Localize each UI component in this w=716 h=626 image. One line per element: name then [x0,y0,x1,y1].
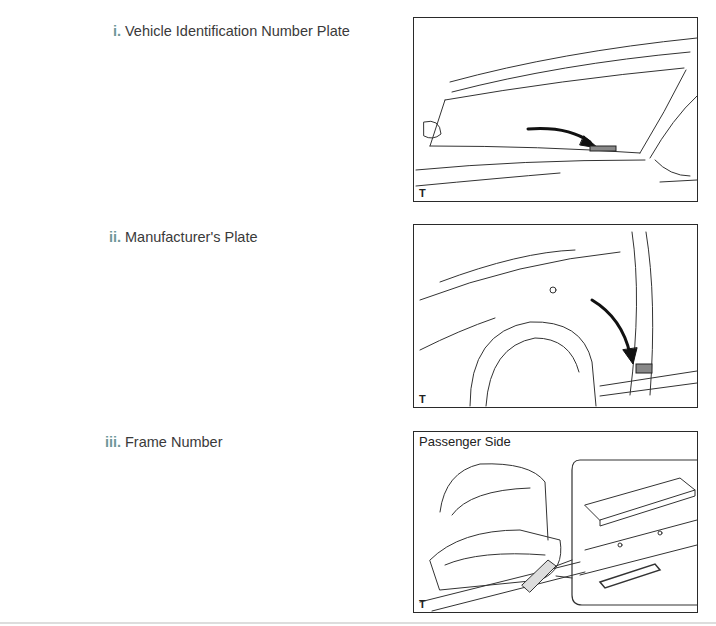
windshield-view [416,38,697,186]
illustration-frame: T [413,224,698,408]
windshield-edge [430,146,640,153]
detail-inset [572,460,697,605]
view-caption: Passenger Side [419,435,511,449]
seat-line [445,554,545,565]
clip [658,531,662,535]
figure-mark: T [419,187,426,199]
mirror [424,121,441,138]
hood-line [416,173,560,186]
item-title: Vehicle Identification Number Plate [125,23,350,40]
arrow-head [623,348,637,364]
windshield-edge [445,68,684,100]
pointer-arrow [528,129,590,142]
door-line [660,180,697,182]
illustration-frame: T [413,17,698,202]
illustration-frame: Passenger SideT [413,431,698,613]
seat-view [420,460,697,611]
figure-mark: T [419,598,426,610]
item-number: i. [113,23,121,40]
seat-line [452,488,530,515]
a-pillar [640,70,686,153]
hood-line [420,252,620,300]
door-line [655,160,690,176]
cover-lid [600,490,695,526]
manufacturer-plate [636,364,652,373]
leader-line [556,560,572,578]
wheel-arch [470,322,596,406]
wheel-arch [486,338,579,406]
sill-line [432,572,585,611]
side-view [420,232,697,406]
figure-mark: T [419,393,426,405]
page-rule [0,623,716,624]
sill-strip [580,520,697,575]
sill-line [420,562,580,602]
item-title: Frame Number [125,434,223,451]
clip [618,543,622,547]
hood-line [440,250,575,282]
pointer-arrow [592,300,630,354]
vin-plate [590,146,616,151]
roof-line [452,52,690,92]
frame-number-slot [600,564,660,588]
roof-line [450,38,697,82]
frame-number-cover [522,560,556,592]
body-line [650,96,697,158]
a-pillar [430,100,445,146]
seat-back [440,464,548,540]
item-number: iii. [105,434,121,451]
item-title: Manufacturer's Plate [125,229,258,246]
hood-line [416,160,645,170]
sill-line [600,383,697,396]
item-number: ii. [109,229,121,246]
fender-line [420,318,495,350]
fuel-lid [550,287,556,293]
